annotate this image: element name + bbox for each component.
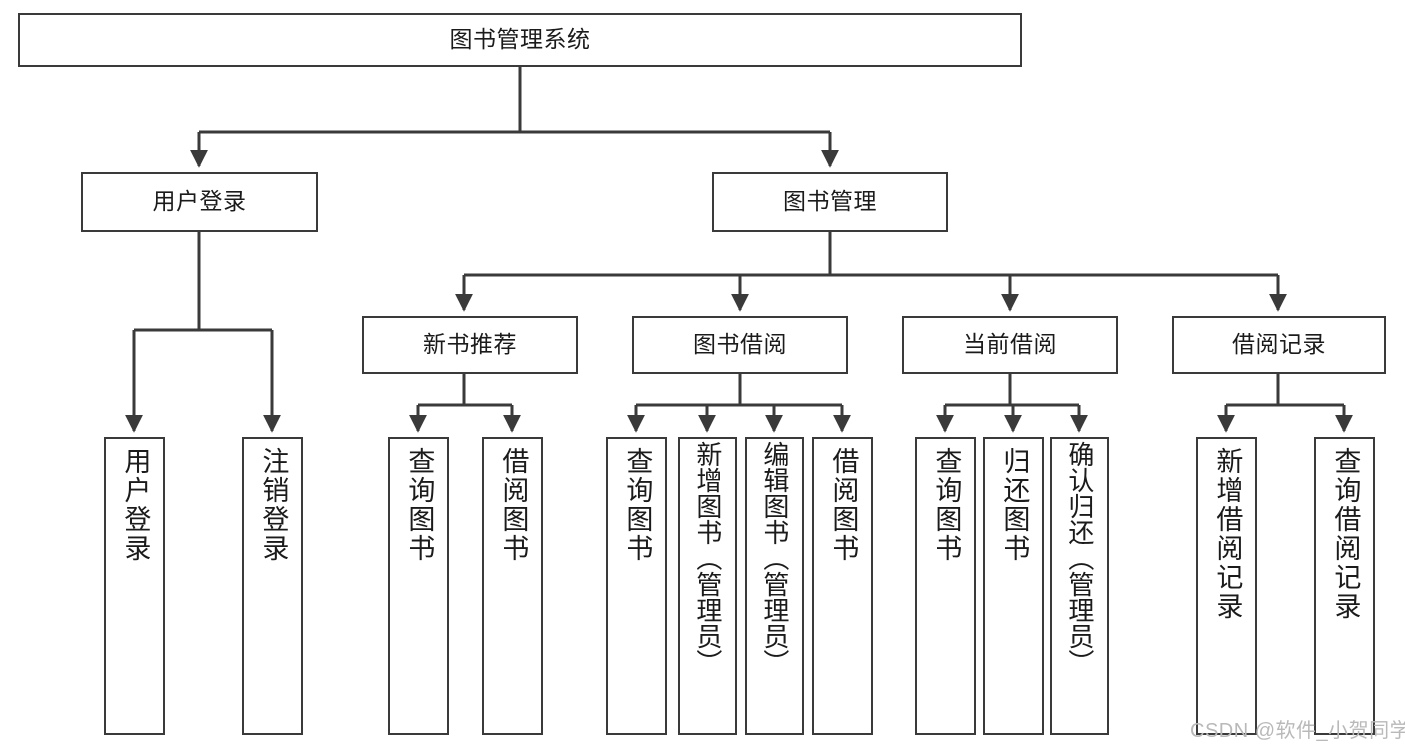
node-current-borrow[interactable]: 当前借阅 xyxy=(902,316,1118,374)
node-leaf-query-borrow-record[interactable]: 查询借阅记录 xyxy=(1314,437,1375,735)
node-label: 图书借阅 xyxy=(693,331,787,358)
node-new-book-recommend[interactable]: 新书推荐 xyxy=(362,316,578,374)
node-leaf-add-borrow-record[interactable]: 新增借阅记录 xyxy=(1196,437,1257,735)
node-label: 查询借阅记录 xyxy=(1330,447,1361,621)
connector-userlogin-to-leaves xyxy=(125,232,281,433)
node-leaf-return-book[interactable]: 归还图书 xyxy=(983,437,1044,735)
node-leaf-edit-book-admin[interactable]: 编辑图书（管理员） xyxy=(745,437,804,735)
node-user-login[interactable]: 用户登录 xyxy=(81,172,318,232)
node-book-borrow[interactable]: 图书借阅 xyxy=(632,316,848,374)
node-leaf-query-book-current[interactable]: 查询图书 xyxy=(915,437,976,735)
node-book-management[interactable]: 图书管理 xyxy=(712,172,948,232)
node-borrow-record[interactable]: 借阅记录 xyxy=(1172,316,1386,374)
node-label: 新书推荐 xyxy=(423,331,517,358)
connector-bookmgmt-to-level2 xyxy=(455,232,1287,312)
node-leaf-query-book-borrow[interactable]: 查询图书 xyxy=(606,437,667,735)
node-leaf-borrow-book[interactable]: 借阅图书 xyxy=(812,437,873,735)
connector-borrowrecord-to-leaves xyxy=(1217,374,1353,433)
connector-recommend-to-leaves xyxy=(409,374,521,433)
node-label: 查询图书 xyxy=(404,447,435,563)
node-label: 用户登录 xyxy=(120,447,151,563)
node-label: 新增图书（管理员） xyxy=(692,441,723,675)
node-label: 注销登录 xyxy=(258,447,289,563)
node-label: 查询图书 xyxy=(931,447,962,563)
node-label: 图书管理 xyxy=(783,188,877,215)
node-leaf-borrow-book-recommend[interactable]: 借阅图书 xyxy=(482,437,543,735)
node-label: 查询图书 xyxy=(622,447,653,563)
node-leaf-user-login[interactable]: 用户登录 xyxy=(104,437,165,735)
node-leaf-confirm-return-admin[interactable]: 确认归还（管理员） xyxy=(1050,437,1109,735)
node-label: 图书管理系统 xyxy=(449,26,591,53)
connector-root-to-level1 xyxy=(190,67,839,168)
node-leaf-logout-login[interactable]: 注销登录 xyxy=(242,437,303,735)
node-label: 新增借阅记录 xyxy=(1212,447,1243,621)
node-label: 借阅记录 xyxy=(1232,331,1326,358)
node-label: 用户登录 xyxy=(152,188,247,215)
node-root-system[interactable]: 图书管理系统 xyxy=(18,13,1022,67)
watermark-text: CSDN @软件_小贺同学 xyxy=(1190,720,1405,742)
connector-bookborrow-to-leaves xyxy=(627,374,851,433)
node-label: 确认归还（管理员） xyxy=(1064,441,1095,675)
node-label: 借阅图书 xyxy=(498,447,529,563)
connector-currentborrow-to-leaves xyxy=(936,374,1088,433)
node-label: 编辑图书（管理员） xyxy=(759,441,790,675)
node-leaf-query-book-recommend[interactable]: 查询图书 xyxy=(388,437,449,735)
node-label: 当前借阅 xyxy=(963,331,1057,358)
node-label: 归还图书 xyxy=(999,447,1030,563)
node-leaf-add-book-admin[interactable]: 新增图书（管理员） xyxy=(678,437,737,735)
node-label: 借阅图书 xyxy=(828,447,859,563)
